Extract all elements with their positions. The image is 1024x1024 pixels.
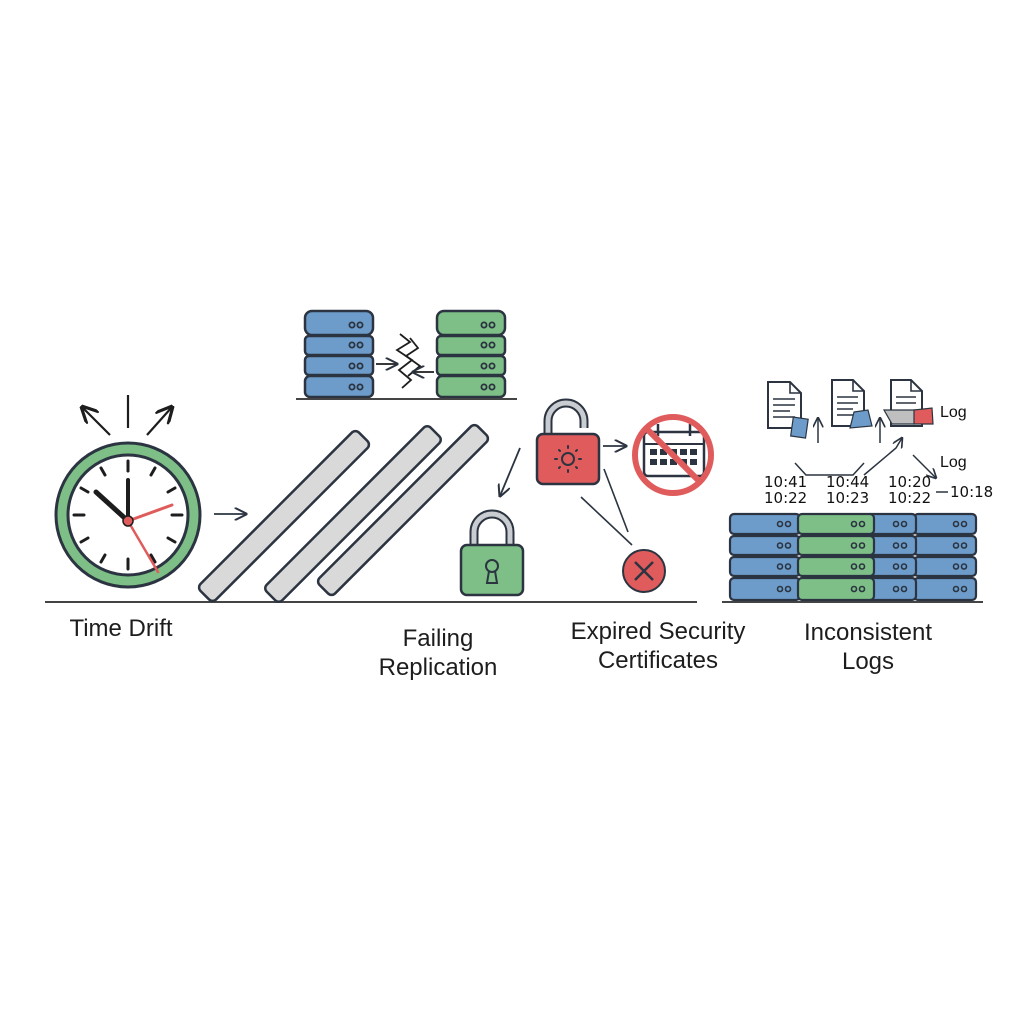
server-rack-row	[728, 512, 978, 602]
timestamp-group-1: 10:41 10:22	[764, 473, 807, 507]
database-server-icon	[912, 512, 978, 602]
arrow-to-lock	[500, 447, 521, 496]
timestamp-extra: 10:18	[950, 483, 993, 501]
database-server-icon	[796, 512, 876, 602]
prohibited-icon	[632, 414, 714, 496]
log-document-2	[831, 379, 873, 429]
unlocked-padlock-icon	[535, 398, 601, 486]
falling-slab-3	[316, 423, 490, 597]
x-circle-icon	[622, 549, 666, 593]
log-label-top: Log	[940, 404, 967, 421]
label-failing-replication: Failing Replication	[378, 625, 498, 681]
database-server-icon	[728, 512, 802, 602]
label-inconsistent-logs: Inconsistent Logs	[803, 619, 933, 675]
broken-connection-icon	[376, 333, 434, 389]
timestamp: 10:20	[888, 473, 931, 491]
falling-slab-1	[197, 429, 371, 603]
document-icon	[767, 381, 802, 429]
timestamp: 10:44	[826, 473, 869, 491]
timestamp: 10:41	[764, 473, 807, 491]
falling-slab-2	[264, 425, 442, 603]
connector-lines-to-error	[580, 468, 633, 546]
timestamp-group-3: 10:20 10:22	[888, 473, 931, 507]
log-arrows	[794, 418, 948, 493]
timestamp: 10:22	[764, 489, 807, 507]
log-document-3	[882, 379, 934, 427]
database-server-icon-green	[435, 309, 507, 399]
clock-alarm-arrows	[82, 395, 172, 436]
locked-padlock-icon	[459, 509, 525, 597]
database-server-icon-blue	[303, 309, 375, 399]
clock-icon	[54, 441, 202, 589]
label-expired-certificates: Expired Security Certificates	[570, 618, 746, 674]
label-time-drift: Time Drift	[69, 615, 173, 642]
database-server-icon	[864, 512, 918, 602]
timestamp-group-2: 10:44 10:23	[826, 473, 869, 507]
timestamp: 10:22	[888, 489, 931, 507]
log-document-1	[767, 381, 809, 439]
log-label-bottom: Log	[940, 454, 967, 471]
expired-calendar	[632, 414, 714, 496]
timestamp: 10:23	[826, 489, 869, 507]
